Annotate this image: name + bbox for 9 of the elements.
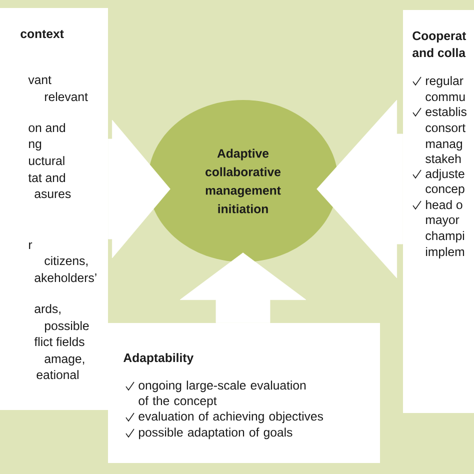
block-arrow [180,252,306,323]
node-label: possible adaptation of goals [139,428,292,440]
text-box: Cooperat and colla regular commu establis consort manag stakeh adjuste concep head o mayor champi implem [403,10,474,413]
text-box: Adaptability ongoing large-scale evaluation of the concept evaluation of achieving objectives possible adaptation of goals [108,323,380,463]
block-arrow [108,120,170,258]
block-arrow [316,100,403,278]
node-label: evaluation of achieving objectives [138,412,324,424]
text-box: context vant relevant on and ng uctural tat and asures r citizens, akeholders’ ards, possible flict fields amage, eational [0,8,108,410]
node-label: Adaptability [124,353,194,365]
